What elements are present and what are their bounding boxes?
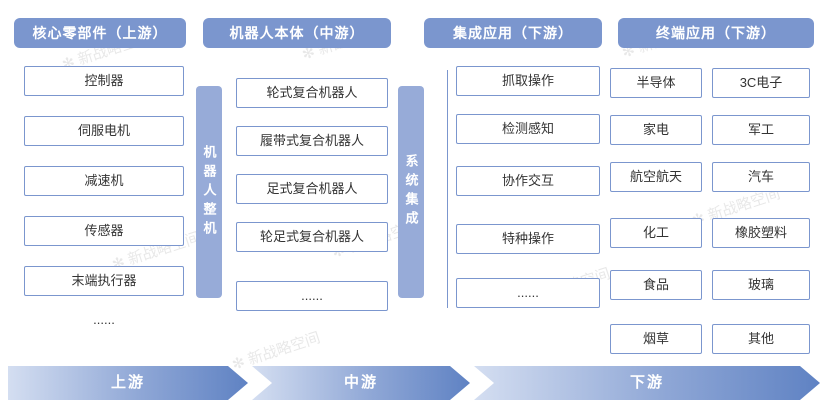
header-terminal-apps: 终端应用（下游）: [618, 18, 814, 48]
industry-item: 3C电子: [712, 68, 810, 98]
industry-item: 航空航天: [610, 162, 702, 192]
header-robot-body: 机器人本体（中游）: [203, 18, 391, 48]
industry-item: 玻璃: [712, 270, 810, 300]
robot-type-item: 履带式复合机器人: [236, 126, 388, 156]
industry-item: 家电: [610, 115, 702, 145]
component-item: 传感器: [24, 216, 184, 246]
bracket-line: [447, 70, 448, 308]
industry-item: 食品: [610, 270, 702, 300]
flow-arrow-upstream: 上游: [8, 366, 248, 400]
side-label-robot-machine: 机器人整机: [196, 86, 222, 298]
header-integrated-apps: 集成应用（下游）: [424, 18, 602, 48]
robot-type-item: 足式复合机器人: [236, 174, 388, 204]
industry-item: 化工: [610, 218, 702, 248]
industry-item: 半导体: [610, 68, 702, 98]
component-item: 伺服电机: [24, 116, 184, 146]
robot-type-item: 轮足式复合机器人: [236, 222, 388, 252]
integration-item: 特种操作: [456, 224, 600, 254]
robot-type-item-ellipsis: ......: [236, 281, 388, 311]
integration-item: 检测感知: [456, 114, 600, 144]
industry-item: 烟草: [610, 324, 702, 354]
side-label-system-integration: 系统集成: [398, 86, 424, 298]
flow-arrow-downstream: 下游: [474, 366, 820, 400]
robot-type-item: 轮式复合机器人: [236, 78, 388, 108]
component-item: 控制器: [24, 66, 184, 96]
industry-item: 橡胶塑料: [712, 218, 810, 248]
industry-item: 军工: [712, 115, 810, 145]
component-item-ellipsis: ......: [93, 312, 115, 327]
integration-item: 协作交互: [456, 166, 600, 196]
integration-item: 抓取操作: [456, 66, 600, 96]
component-item: 减速机: [24, 166, 184, 196]
flow-arrow-midstream: 中游: [252, 366, 470, 400]
header-upstream-components: 核心零部件（上游）: [14, 18, 186, 48]
integration-item-ellipsis: ......: [456, 278, 600, 308]
component-item: 末端执行器: [24, 266, 184, 296]
industry-item: 其他: [712, 324, 810, 354]
industry-item: 汽车: [712, 162, 810, 192]
